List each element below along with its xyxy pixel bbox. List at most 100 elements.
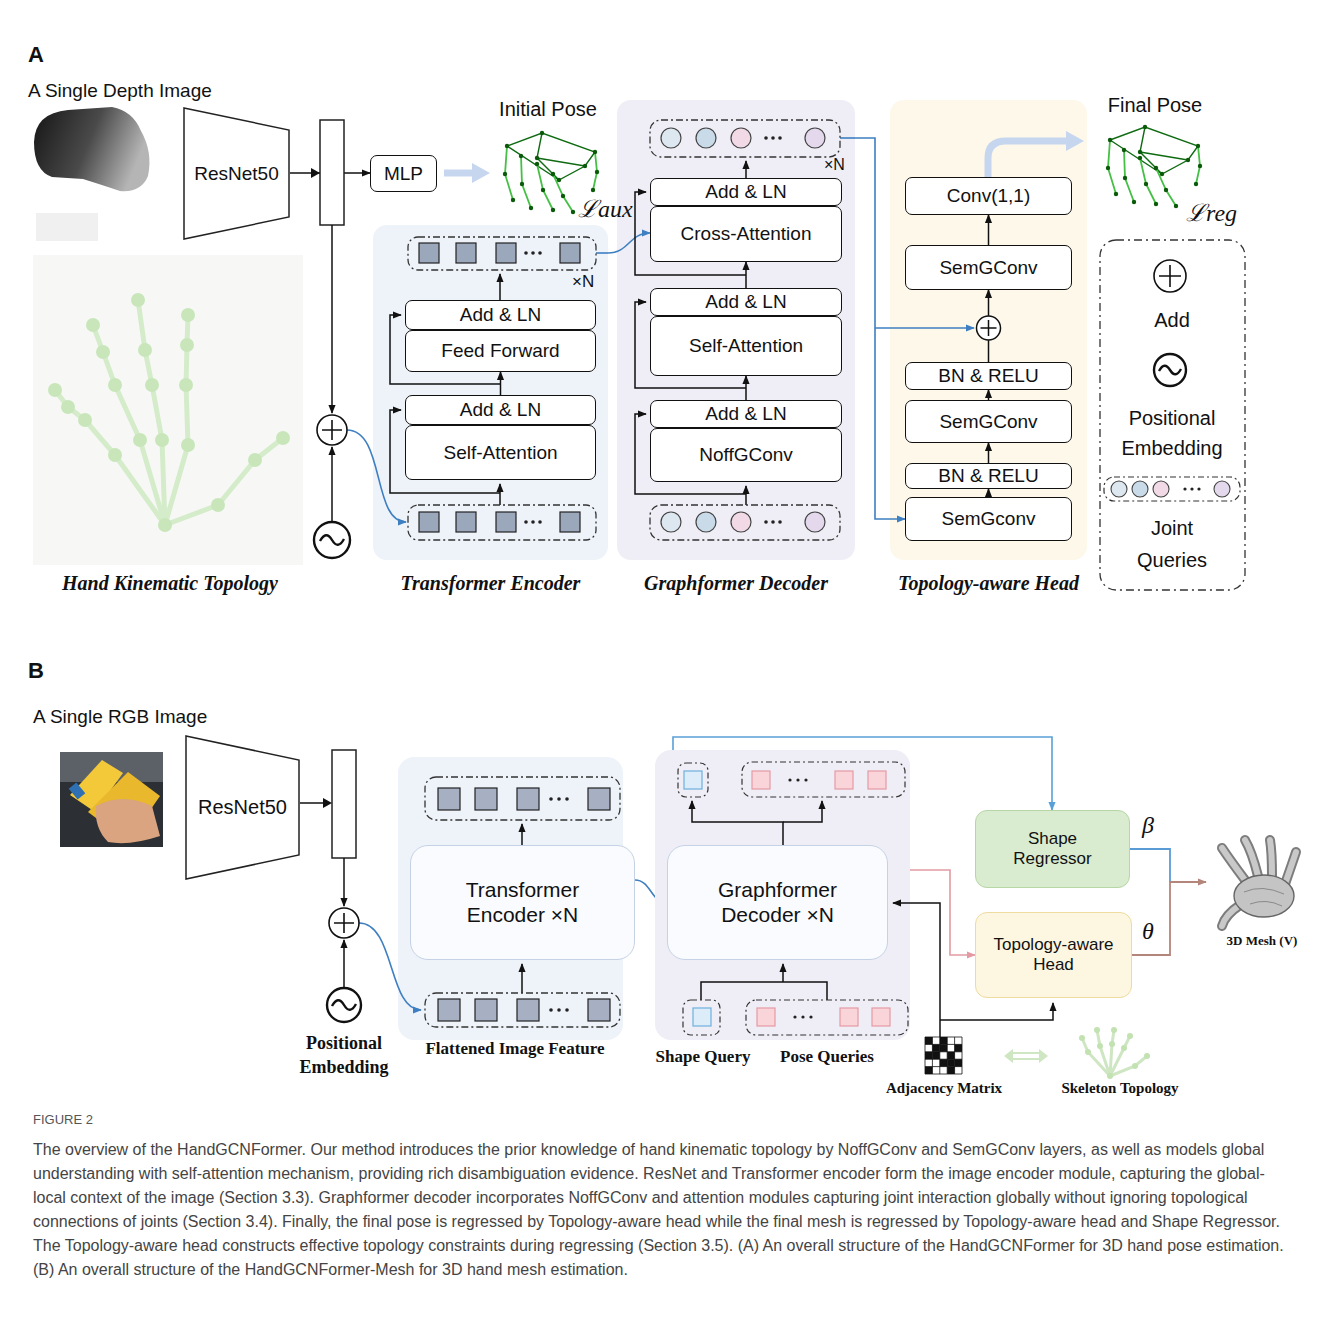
node-text: Graphformer Decoder ×N — [695, 878, 860, 926]
label-slot: Initial Pose — [463, 98, 633, 121]
joint-token-strip — [731, 128, 751, 148]
node-text: Shape Regressor — [998, 829, 1108, 868]
output-arrow — [444, 170, 474, 177]
legend-box — [1132, 481, 1148, 497]
legend-text: Add — [1117, 307, 1227, 333]
label-slot: Positional Embedding — [284, 1031, 404, 1079]
label-text: Adjacency Matrix — [869, 1080, 1019, 1097]
label-slot: Final Pose — [1070, 94, 1240, 117]
label-slot: B — [28, 658, 44, 683]
token-strip — [588, 788, 610, 810]
label-text: Initial Pose — [463, 98, 633, 121]
token-strip — [560, 243, 580, 263]
token-strip — [419, 512, 439, 532]
skeleton-topology — [1085, 1049, 1091, 1055]
hand-kinematic-topology — [61, 400, 75, 414]
equivalence-arrow — [1012, 1053, 1040, 1059]
token-strip — [456, 512, 476, 532]
hand-kinematic-topology — [86, 318, 100, 332]
node-text: ResNet50 — [194, 163, 279, 185]
legend-box — [1197, 487, 1200, 490]
joint-token-strip — [764, 520, 782, 524]
node-text: BN & RELU — [938, 365, 1038, 387]
legend-box — [1111, 481, 1127, 497]
legend-box — [1100, 240, 1245, 590]
decoder-panel: Graphformer DecoderAdd & LNCross-Attenti… — [617, 100, 855, 560]
adjacency-matrix — [955, 1059, 962, 1066]
joint-token-strip — [771, 136, 775, 140]
head-box: Topology-aware Head — [975, 912, 1132, 998]
label-slot: ×N — [572, 272, 594, 292]
add-symbol — [329, 908, 359, 938]
connector — [988, 489, 990, 497]
label-slot: Hand Kinematic Topology — [20, 572, 320, 595]
add-symbol — [977, 316, 1001, 340]
flow-arrows — [331, 225, 333, 413]
query-token-strip — [840, 1008, 858, 1026]
query-token-strip — [835, 771, 853, 789]
token-strip — [425, 777, 620, 820]
token-strip — [560, 512, 580, 532]
hand-kinematic-topology — [181, 438, 195, 452]
label-slot: Skeleton Topology — [1040, 1080, 1200, 1097]
node-text: Topology-aware Head — [850, 572, 1127, 595]
layer-box: Add & LN — [650, 178, 842, 206]
label-slot: ×N — [824, 156, 845, 174]
feature-bar — [332, 750, 356, 858]
node-text: Add & LN — [705, 181, 786, 203]
joint-token-strip — [696, 512, 716, 532]
label-text: 3D Mesh (V) — [1207, 934, 1317, 949]
label-slot: FIGURE 2 — [33, 1113, 93, 1128]
query-token-strip — [796, 778, 799, 781]
legend-entry: Positional Embedding — [1117, 403, 1227, 463]
legend-entry: Add — [1117, 307, 1227, 333]
equivalence-arrow — [1004, 1049, 1013, 1063]
flow-arrows — [782, 964, 784, 982]
positional-embedding-symbol — [327, 988, 361, 1022]
label-slot: A Single Depth Image — [28, 80, 212, 102]
legend-text: Positional Embedding — [1117, 403, 1227, 463]
hand-mesh — [1234, 875, 1294, 917]
query-token-strip — [788, 778, 791, 781]
final-pose-figure — [1106, 125, 1202, 208]
label-text: A — [28, 42, 44, 67]
caption-slot: The overview of the HandGCNFormer. Our m… — [33, 1138, 1295, 1282]
hand-kinematic-topology — [33, 255, 303, 565]
blue-flow-lines — [596, 252, 608, 254]
add-symbol — [981, 320, 997, 336]
hand-mesh — [1245, 840, 1258, 876]
query-token-strip — [801, 1015, 804, 1018]
node-text: SemGconv — [942, 508, 1036, 530]
hand-mesh — [1245, 840, 1258, 876]
layer-box: BN & RELU — [905, 362, 1072, 390]
skeleton-topology — [1097, 1030, 1110, 1076]
joint-token-strip — [805, 128, 825, 148]
query-token-strip — [788, 778, 807, 781]
adjacency-matrix — [925, 1037, 962, 1074]
label-slot: Shape Query — [643, 1047, 763, 1067]
token-strip — [438, 788, 610, 810]
token-strip — [475, 788, 497, 810]
query-token-strip — [872, 1008, 890, 1026]
panel-fill — [373, 225, 608, 560]
node-text: SemGConv — [939, 411, 1037, 433]
positional-embedding-symbol — [314, 522, 350, 558]
label-text: Pose Queries — [762, 1047, 892, 1067]
label-slot: ℒaux — [578, 196, 633, 224]
token-strip — [475, 999, 497, 1021]
layer-box: SemGConv — [905, 400, 1072, 443]
hand-kinematic-topology — [179, 378, 193, 392]
adjacency-matrix — [955, 1044, 962, 1051]
label-slot: ℒreg — [1186, 200, 1237, 228]
hand-kinematic-topology — [211, 498, 225, 512]
legend-box — [1190, 487, 1193, 490]
node-text: Feed Forward — [441, 340, 559, 362]
label-text: Final Pose — [1070, 94, 1240, 117]
legend-box — [1159, 366, 1181, 375]
add-symbol — [317, 415, 347, 445]
token-strip — [524, 251, 542, 255]
label-text: B — [28, 658, 44, 683]
node-text: Add & LN — [705, 291, 786, 313]
hand-kinematic-topology — [165, 438, 283, 525]
